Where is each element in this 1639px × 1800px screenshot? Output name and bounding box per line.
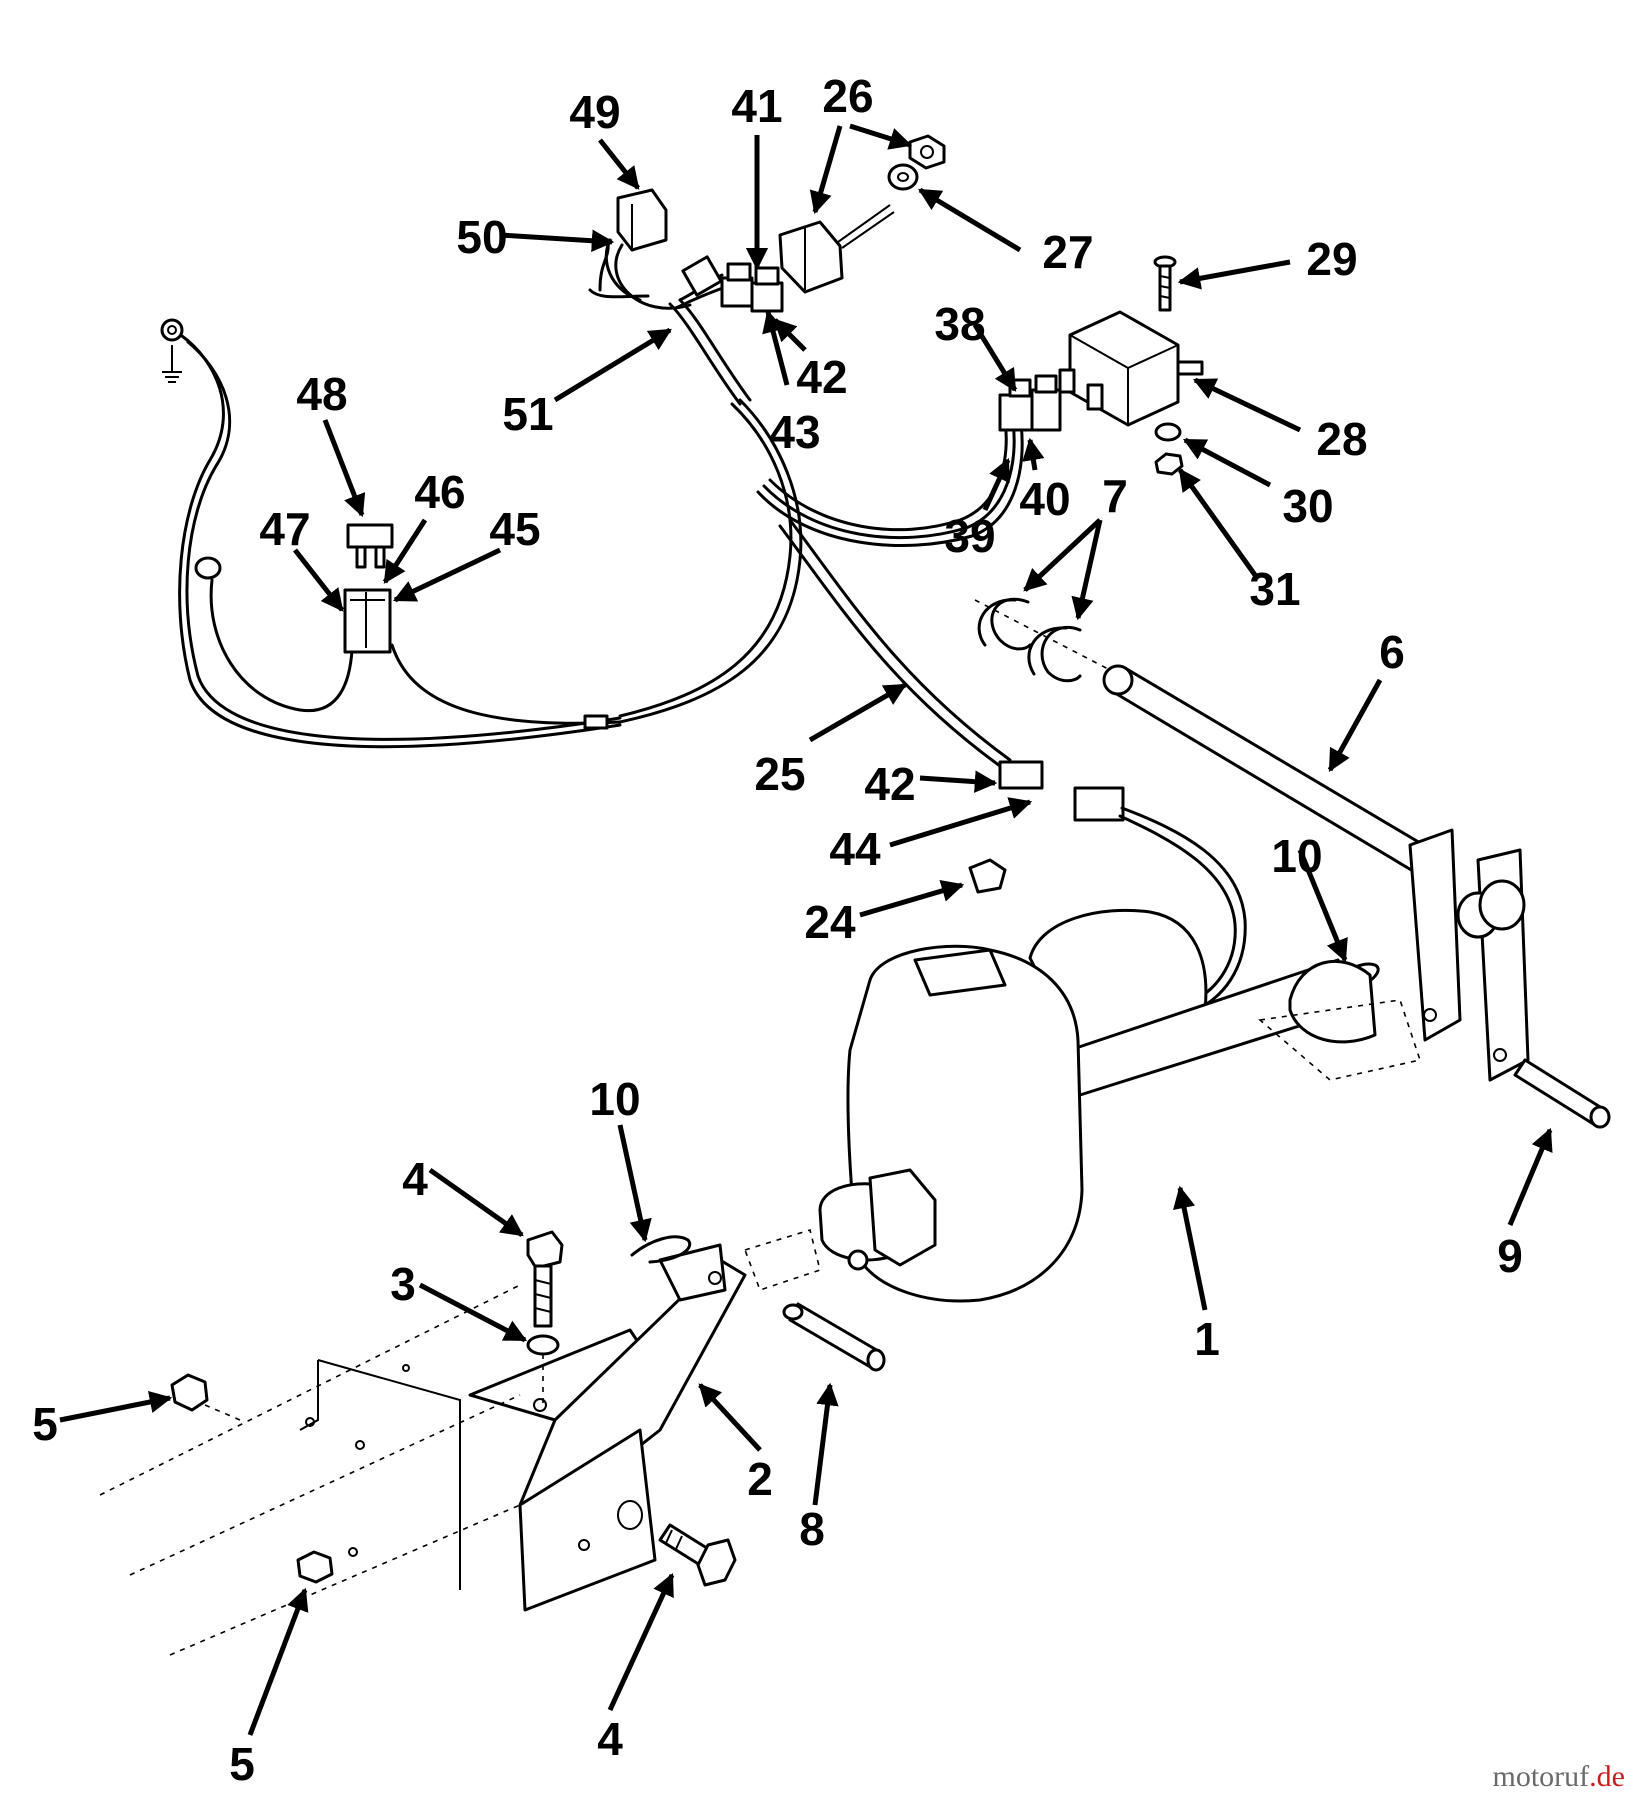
callout-28: 28 [1316,413,1367,465]
callout-3: 3 [390,1258,416,1310]
connector-plug [614,188,692,310]
mounting-bracket [468,1243,747,1612]
motor-cable [1073,786,1247,1012]
callout-10-upper: 10 [1271,830,1322,882]
actuator-motor [818,908,1377,1303]
washer [526,1334,560,1356]
callout-38: 38 [934,298,985,350]
callout-31: 31 [1249,563,1300,615]
nut-upper [170,1373,209,1412]
callout-6: 6 [1379,626,1405,678]
phantom-lines [99,1284,521,1656]
fuse-holder [343,588,392,654]
callout-39: 39 [944,510,995,562]
switch-connectors [720,262,784,313]
callout-4-upper: 4 [402,1153,428,1205]
callout-4-lower: 4 [597,1713,623,1765]
watermark-text: motoruf [1492,1760,1590,1793]
leader-arrows [59,123,1553,1736]
bolt-lower [658,1523,737,1587]
callout-30: 30 [1282,480,1333,532]
actuator-rod [1102,664,1434,876]
callout-26: 26 [822,70,873,122]
connector-38 [998,374,1062,432]
ring-terminal [194,556,222,580]
callout-9: 9 [1497,1230,1523,1282]
callout-43: 43 [769,406,820,458]
callout-49: 49 [569,86,620,138]
ground-terminal [160,318,184,383]
callout-41: 41 [731,80,782,132]
hairpin-clip-lower [630,1235,692,1264]
connector-42-lower [998,760,1044,790]
switch-nut-washer [887,134,946,191]
callout-47: 47 [259,503,310,555]
callout-5-upper: 5 [32,1398,58,1450]
callout-27: 27 [1042,226,1093,278]
callout-46: 46 [414,466,465,518]
callout-labels: 49 41 26 50 27 29 42 43 38 48 51 28 46 4… [32,70,1523,1790]
callout-44: 44 [829,823,881,875]
wire-nut [968,858,1007,894]
nut-lower [296,1550,334,1584]
relay-screw [1153,255,1177,312]
callout-48: 48 [296,368,347,420]
clevis-pin [1513,1058,1611,1129]
callout-42-lower: 42 [864,758,915,810]
callout-29: 29 [1306,233,1357,285]
callout-40: 40 [1019,473,1070,525]
callout-1: 1 [1194,1313,1220,1365]
watermark-logo: motoruf.de [1493,1760,1625,1794]
relay [1058,310,1204,427]
callout-2: 2 [747,1453,773,1505]
connector-small [681,255,723,297]
callout-5-lower: 5 [229,1738,255,1790]
callout-42-upper: 42 [796,351,847,403]
watermark-suffix: .de [1589,1760,1625,1793]
relay-nut [1154,452,1184,476]
bracket-pin [782,1302,886,1372]
fuse [346,523,394,569]
callout-50: 50 [456,211,507,263]
wiring-harness [160,238,1044,790]
callout-10-lower: 10 [589,1073,640,1125]
callout-25: 25 [754,748,805,800]
bolt-upper [526,1230,564,1328]
callout-8: 8 [799,1503,825,1555]
callout-45: 45 [489,503,540,555]
toggle-switch [778,204,895,294]
retaining-rings [977,597,1082,683]
callout-51: 51 [502,388,553,440]
callout-7: 7 [1102,470,1128,522]
clevis-bracket [1408,828,1530,1082]
callout-24: 24 [804,896,856,948]
lock-washer [1154,422,1182,442]
